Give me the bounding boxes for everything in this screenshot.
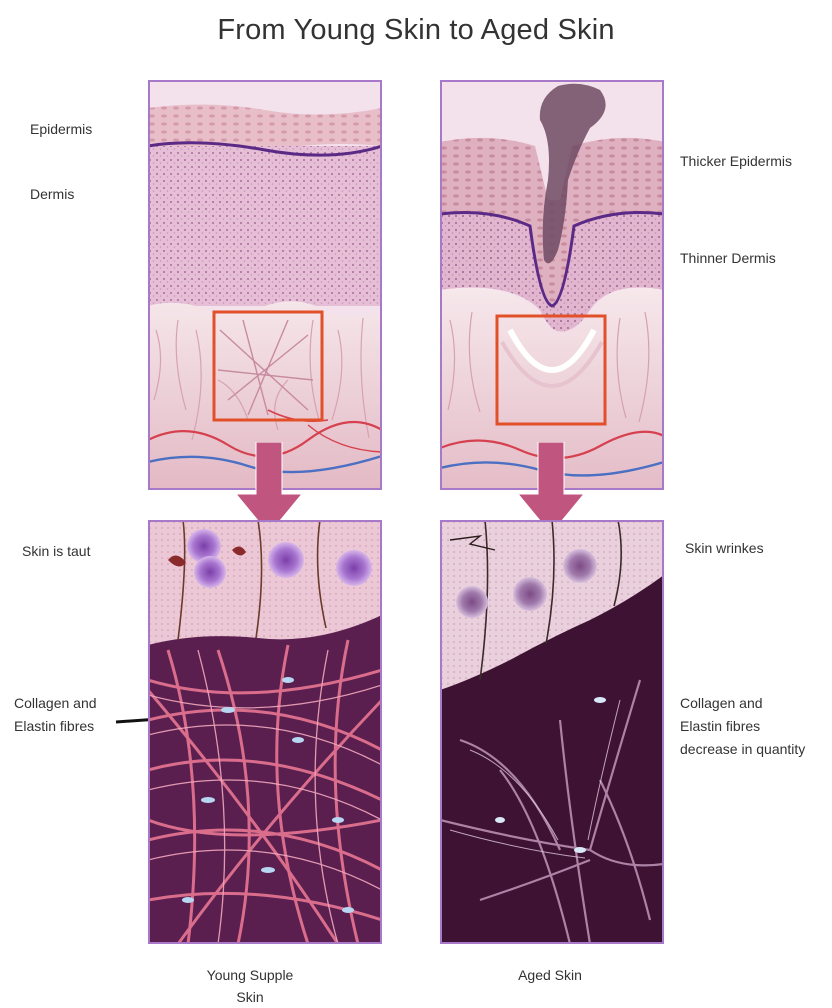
label-thinner-dermis: Thinner Dermis [680, 247, 776, 270]
caption-young-line2: Skin [180, 986, 320, 1008]
label-aged-line3: decrease in quantity [680, 738, 805, 761]
label-collagen-line2: Elastin fibres [14, 715, 97, 738]
caption-aged: Aged Skin [480, 964, 620, 986]
caption-young-line1: Young Supple [180, 964, 320, 986]
diagram-title: From Young Skin to Aged Skin [0, 14, 832, 47]
label-collagen-elastin-young: Collagen and Elastin fibres [14, 692, 97, 738]
label-collagen-elastin-aged: Collagen and Elastin fibres decrease in … [680, 692, 805, 761]
label-skin-wrinkles: Skin wrinkes [685, 537, 764, 560]
aged-skin-cross-section [440, 80, 664, 490]
aged-skin-fibres-detail [440, 520, 664, 944]
young-skin-fibres-detail [148, 520, 382, 944]
label-skin-taut: Skin is taut [22, 540, 90, 563]
young-skin-cross-section [148, 80, 382, 490]
label-epidermis: Epidermis [30, 118, 92, 141]
label-collagen-line1: Collagen and [14, 692, 97, 715]
label-aged-line1: Collagen and [680, 692, 805, 715]
caption-young: Young Supple Skin [180, 964, 320, 1008]
label-thicker-epidermis: Thicker Epidermis [680, 150, 792, 173]
label-aged-line2: Elastin fibres [680, 715, 805, 738]
label-dermis: Dermis [30, 183, 74, 206]
